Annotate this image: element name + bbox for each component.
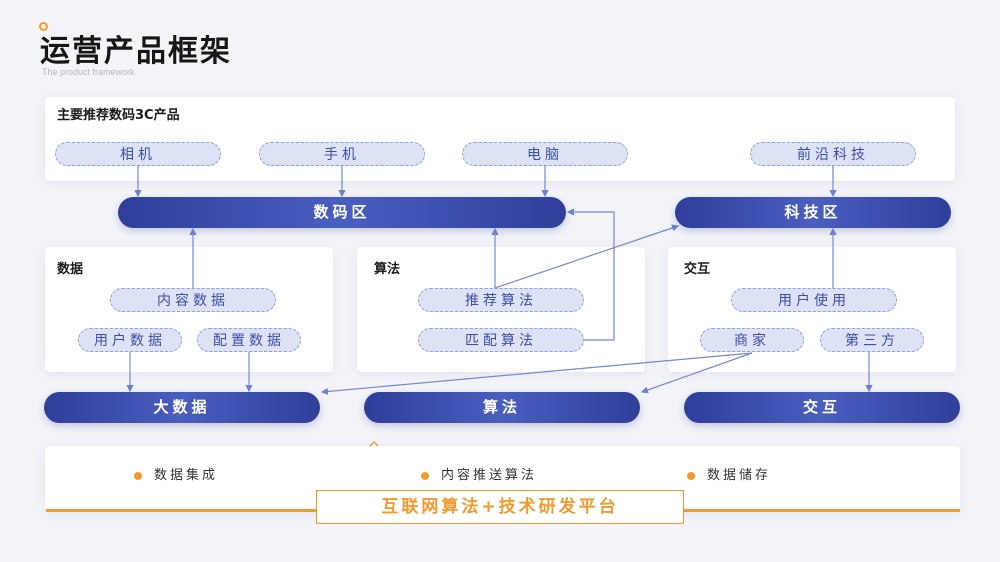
pill-computer: 电脑 (462, 142, 628, 166)
pill-camera: 相机 (55, 142, 221, 166)
page-title: 运营产品框架 (40, 34, 232, 69)
pill-user-use: 用户使用 (731, 288, 897, 312)
data-panel-label: 数据 (57, 262, 84, 277)
top-products-panel (45, 97, 955, 181)
pill-merchant: 商家 (700, 328, 804, 352)
bullet-icon (687, 471, 695, 480)
feature-data-integration: 数据集成 (134, 464, 218, 483)
conn-merchant-algorithm (640, 352, 753, 394)
pill-recommend-algorithm: 推荐算法 (418, 288, 584, 312)
digital-zone-bar: 数码区 (118, 197, 566, 228)
platform-title: 互联网算法+技术研发平台 (316, 490, 684, 524)
pill-phone: 手机 (259, 142, 425, 166)
page-subtitle: The product framework (42, 67, 135, 77)
conn-merchant-bigdata (320, 352, 753, 396)
title-accent-icon (39, 22, 48, 31)
algorithm-panel-label: 算法 (374, 262, 401, 277)
bullet-icon (421, 471, 429, 480)
pill-content-data: 内容数据 (110, 288, 276, 312)
pill-user-data: 用户数据 (78, 328, 182, 352)
big-data-bar: 大数据 (44, 392, 320, 423)
conn-recommend-tech (494, 224, 680, 289)
bullet-icon (134, 471, 142, 480)
feature-data-storage: 数据储存 (687, 464, 771, 483)
pill-third-party: 第三方 (820, 328, 924, 352)
tech-zone-bar: 科技区 (675, 197, 951, 228)
pill-frontier-tech: 前沿科技 (750, 142, 916, 166)
pill-match-algorithm: 匹配算法 (418, 328, 584, 352)
algorithm-bar: 算法 (364, 392, 640, 423)
interaction-panel-label: 交互 (684, 262, 711, 277)
interaction-bar: 交互 (684, 392, 960, 423)
conn-match-digital (566, 208, 615, 341)
top-products-label: 主要推荐数码3C产品 (57, 108, 180, 123)
pill-config-data: 配置数据 (197, 328, 301, 352)
feature-content-push: 内容推送算法 (421, 464, 537, 483)
